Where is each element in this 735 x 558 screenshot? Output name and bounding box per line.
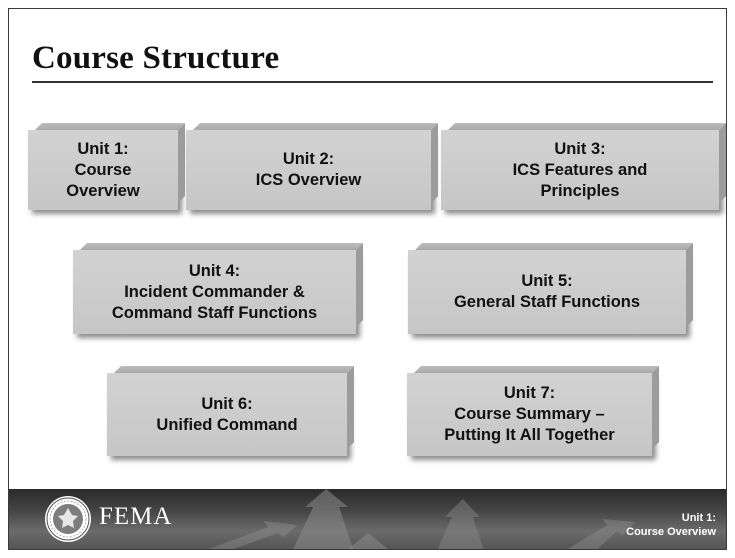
title-underline bbox=[32, 81, 713, 83]
unit-7-box: Unit 7: Course Summary – Putting It All … bbox=[407, 373, 652, 456]
slide-title: Course Structure bbox=[32, 40, 280, 76]
unit-6-box: Unit 6: Unified Command bbox=[107, 373, 347, 456]
unit-2-box: Unit 2: ICS Overview bbox=[186, 130, 431, 210]
unit-5-box: Unit 5: General Staff Functions bbox=[408, 250, 686, 334]
dhs-seal-icon bbox=[45, 496, 91, 542]
unit-3-box: Unit 3: ICS Features and Principles bbox=[441, 130, 719, 210]
footer-arrows-decoration bbox=[208, 489, 636, 549]
footer-unit-name: Course Overview bbox=[626, 526, 716, 538]
fema-logo-text: FEMA bbox=[99, 503, 173, 530]
unit-1-box: Unit 1: Course Overview bbox=[28, 130, 178, 210]
unit-4-box: Unit 4: Incident Commander & Command Sta… bbox=[73, 250, 356, 334]
slide: Course Structure Unit 1: Course Overview… bbox=[8, 8, 727, 550]
footer-banner: FEMA Unit 1: Course Overview bbox=[9, 489, 726, 549]
footer-unit-label: Unit 1: bbox=[681, 512, 716, 524]
